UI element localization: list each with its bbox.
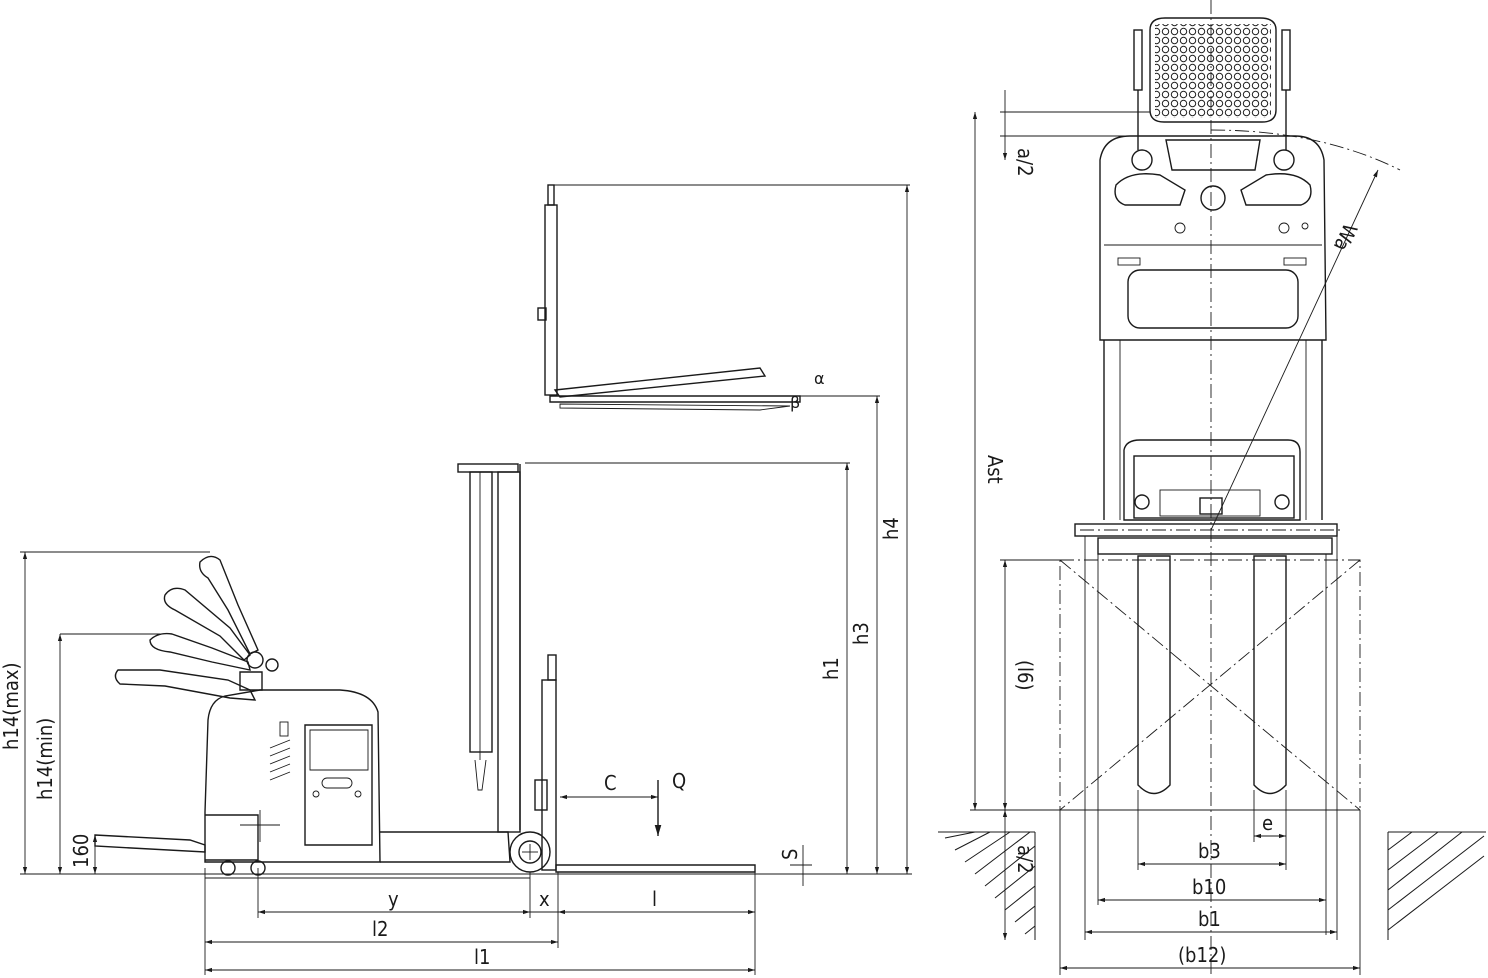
forks-top	[1137, 555, 1287, 795]
label-b12: (b12)	[1178, 943, 1226, 967]
label-h3: h3	[849, 622, 873, 645]
wall-right	[1387, 831, 1486, 940]
side-view: h4 h3 h1 h14(max) h14(min) 160 S C Q α β…	[0, 184, 912, 975]
label-ast: Ast	[983, 455, 1007, 484]
label-h14-max: h14(max)	[0, 662, 23, 750]
truck-body	[94, 689, 381, 876]
label-a2-top: a/2	[1013, 148, 1037, 177]
fork-carriage-upper	[537, 184, 801, 411]
label-h1: h1	[819, 657, 843, 680]
label-l6: (l6)	[1013, 660, 1037, 691]
label-h14-min: h14(min)	[33, 718, 57, 800]
wall-left	[938, 831, 1036, 940]
label-s: S	[778, 849, 802, 860]
mast	[380, 463, 551, 873]
tiller-arm	[114, 555, 279, 701]
fork-carriage-lower	[534, 654, 756, 873]
label-beta: β	[790, 393, 800, 412]
label-c: C	[604, 771, 617, 795]
label-b10: b10	[1192, 875, 1226, 899]
truck-body-top	[1099, 135, 1327, 520]
label-h4: h4	[879, 517, 903, 540]
label-b1: b1	[1198, 907, 1221, 931]
label-l2: l2	[372, 917, 388, 941]
label-alpha: α	[814, 369, 825, 388]
top-view: a/2 a/2 Wa Ast (l6) e b3 b10 b1 (b12)	[938, 0, 1486, 975]
label-160: 160	[69, 834, 93, 868]
label-l: l	[652, 887, 657, 911]
label-e: e	[1262, 811, 1273, 835]
label-x: x	[539, 887, 550, 911]
label-q: Q	[672, 769, 686, 793]
backrest	[1133, 17, 1291, 150]
pallet-outline	[1059, 559, 1361, 811]
fork-carriage-top	[1074, 439, 1338, 555]
label-l1: l1	[474, 945, 490, 969]
label-y: y	[388, 887, 399, 911]
label-a2-bottom: a/2	[1013, 845, 1037, 874]
label-wa: Wa	[1329, 220, 1362, 255]
label-b3: b3	[1198, 839, 1221, 863]
